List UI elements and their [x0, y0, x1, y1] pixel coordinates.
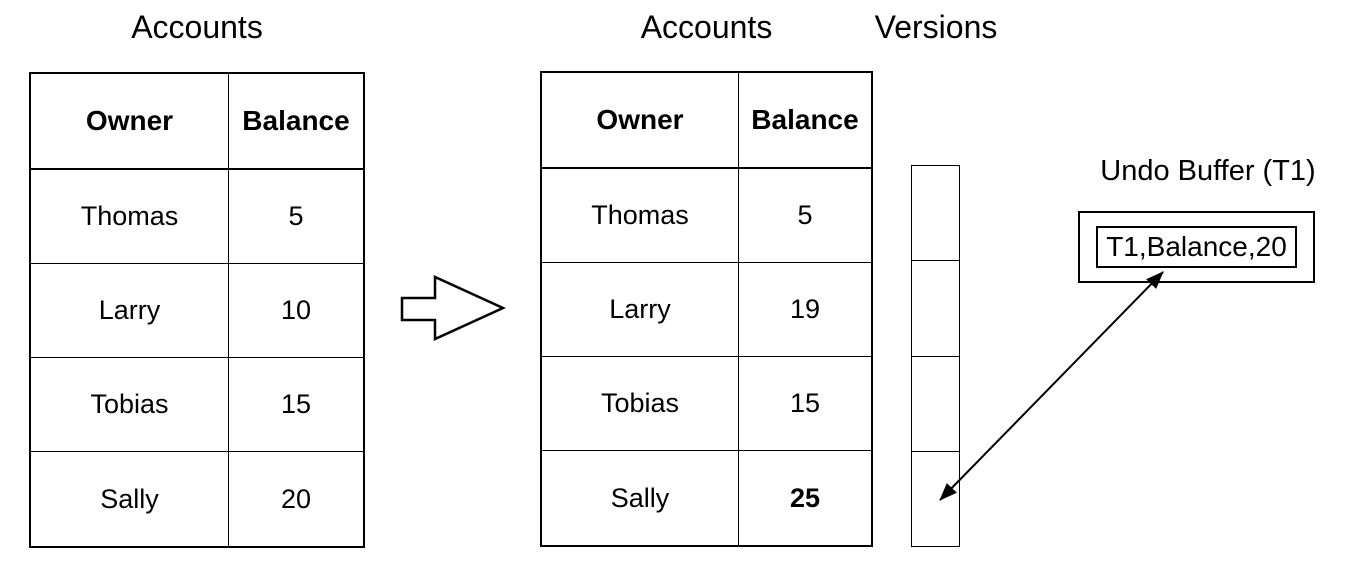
right-row-owner: Sally — [542, 451, 739, 545]
left-header-balance: Balance — [229, 74, 363, 170]
left-header-owner: Owner — [31, 74, 229, 170]
left-row-balance: 5 — [229, 170, 363, 264]
version-cell — [912, 166, 959, 262]
right-row-balance: 19 — [739, 263, 871, 357]
right-row-owner: Larry — [542, 263, 739, 357]
right-row-balance: 5 — [739, 169, 871, 263]
left-row-owner: Thomas — [31, 170, 229, 264]
right-row-owner: Thomas — [542, 169, 739, 263]
right-header-owner: Owner — [542, 73, 739, 169]
left-row-owner: Tobias — [31, 358, 229, 452]
left-row-balance: 20 — [280, 483, 312, 514]
version-cell — [912, 452, 959, 546]
left-row-owner: Sally — [31, 452, 229, 546]
transform-arrow-icon — [400, 275, 506, 341]
undo-record-text: T1,Balance,20 — [1106, 231, 1287, 262]
right-header-balance: Balance — [739, 73, 871, 169]
right-accounts-title: Accounts — [640, 9, 773, 45]
left-accounts-table: Owner Balance Thomas 5 Larry 10 Tobias 1… — [29, 72, 365, 548]
versions-title: Versions — [874, 9, 998, 45]
version-cell — [912, 261, 959, 357]
versions-column — [911, 165, 960, 547]
left-row-owner: Larry — [31, 264, 229, 358]
right-row-owner: Tobias — [542, 357, 739, 451]
right-row-balance: 15 — [739, 357, 871, 451]
version-cell — [912, 357, 959, 452]
right-accounts-table: Owner Balance Thomas 5 Larry 19 Tobias 1… — [540, 71, 873, 547]
right-row-balance-updated: 25 — [789, 482, 821, 513]
undo-buffer-box: T1,Balance,20 — [1078, 211, 1315, 283]
undo-buffer-title: Undo Buffer (T1) — [1100, 155, 1316, 187]
left-accounts-title: Accounts — [131, 9, 263, 45]
left-row-balance: 15 — [229, 358, 363, 452]
left-row-balance: 10 — [229, 264, 363, 358]
undo-record-box: T1,Balance,20 — [1096, 226, 1297, 268]
